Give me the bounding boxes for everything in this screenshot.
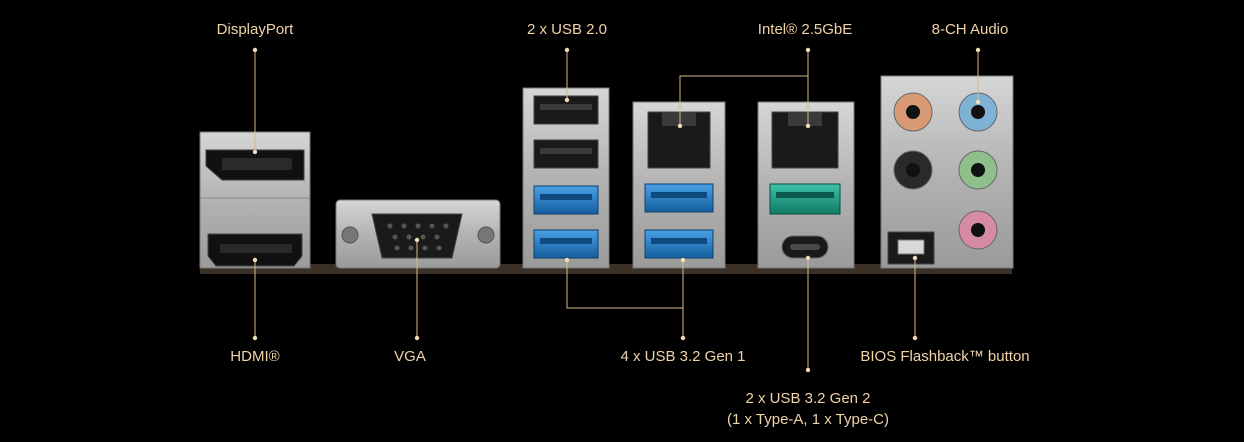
label-usb32g2-line1: 2 x USB 3.2 Gen 2	[745, 390, 871, 407]
leader-usb32g1	[566, 260, 684, 338]
leader-lan	[679, 50, 809, 126]
audio-block	[880, 75, 1014, 269]
label-lan: Intel® 2.5GbE	[757, 21, 853, 38]
label-usb32g1: 4 x USB 3.2 Gen 1	[620, 348, 746, 365]
label-hdmi: HDMI®	[230, 348, 280, 365]
label-displayport: DisplayPort	[216, 21, 294, 38]
jack-pink	[958, 210, 998, 250]
vga-port	[335, 199, 501, 269]
label-bios: BIOS Flashback™ button	[860, 348, 1030, 365]
jack-blue	[958, 92, 998, 132]
label-vga: VGA	[394, 348, 426, 365]
hdmi-port	[207, 233, 303, 267]
usb-stack-left	[522, 87, 610, 269]
lan-usb-stack-2	[757, 101, 855, 269]
leader-lines	[254, 50, 979, 370]
label-usb20: 2 x USB 2.0	[526, 21, 608, 38]
label-usb32g2-line2: (1 x Type-A, 1 x Type-C)	[726, 411, 890, 428]
displayport-port	[205, 149, 305, 181]
displayport-hdmi-block	[199, 131, 311, 269]
leader-dots	[252, 47, 981, 373]
jack-green	[958, 150, 998, 190]
jack-black	[893, 150, 933, 190]
jack-orange	[893, 92, 933, 132]
board-edge	[200, 264, 1012, 274]
lan-usb-stack-1	[632, 101, 726, 269]
label-audio: 8-CH Audio	[931, 21, 1009, 38]
